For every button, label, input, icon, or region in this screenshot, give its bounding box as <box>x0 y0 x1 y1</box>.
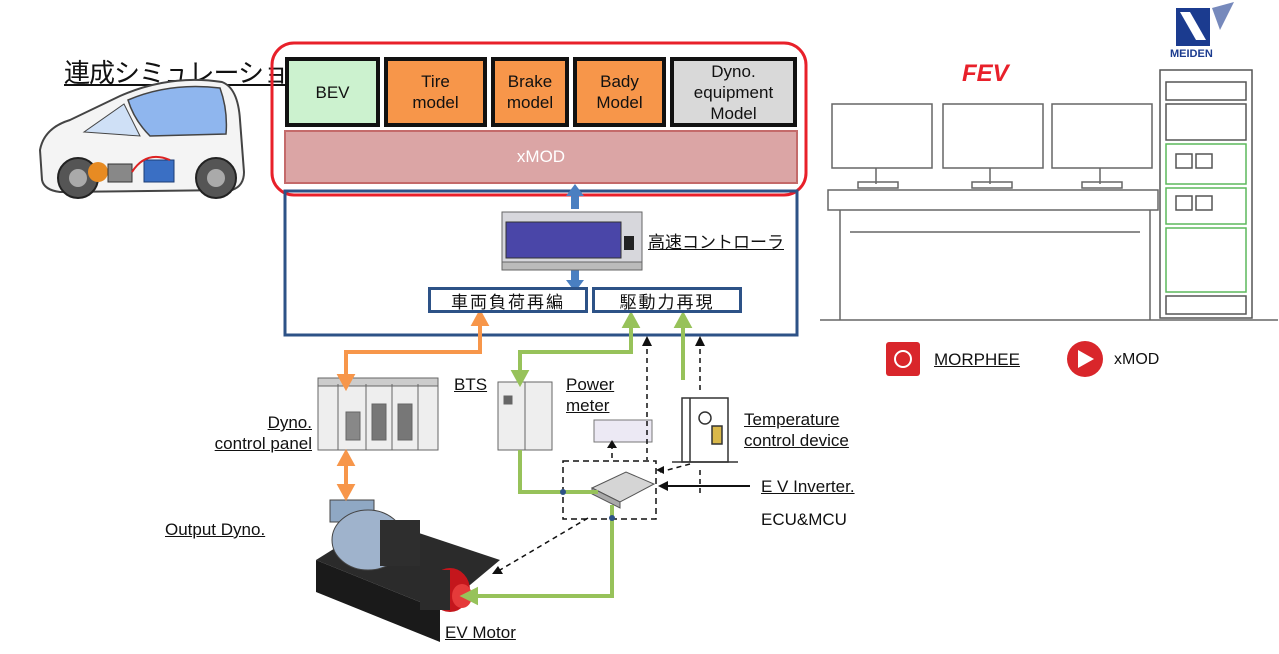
test-console <box>820 103 1278 321</box>
xmod-logo-label: xMOD <box>1114 351 1160 368</box>
car-illustration <box>38 78 246 199</box>
load-reconfig-box: 車両負荷再編 <box>428 287 588 313</box>
ev-motor-illustration <box>420 568 472 612</box>
controller-frame <box>283 189 799 337</box>
arrowheads <box>492 336 705 574</box>
temperature-device-illustration <box>672 397 738 463</box>
dyno-control-panel-label: Dyno. control panel <box>214 413 312 453</box>
orange-connection <box>336 308 490 502</box>
morphee-icon <box>886 342 920 376</box>
inverter-illustration <box>590 471 656 509</box>
fev-logo: FEV <box>962 60 1009 87</box>
ev-motor-label: EV Motor <box>445 623 516 642</box>
dyno-control-panel-illustration <box>317 377 439 451</box>
temperature-device-label: Temperature control device <box>744 410 849 450</box>
morphee-label: MORPHEE <box>934 350 1020 369</box>
output-dyno-label: Output Dyno. <box>165 520 266 539</box>
meiden-logo-mark <box>1176 2 1234 46</box>
bts-illustration <box>497 381 553 451</box>
power-meter-label: Power meter <box>566 375 615 415</box>
body-model-box: Bady Model <box>573 57 666 127</box>
controller-device <box>501 211 643 271</box>
model-group-frame <box>270 41 808 197</box>
tire-model-box: Tire model <box>384 57 487 127</box>
bev-model-box: BEV <box>285 57 380 127</box>
xmod-logo-icon <box>1067 341 1103 377</box>
ecu-mcu-label: ECU&MCU <box>761 510 847 529</box>
output-dyno-illustration <box>316 499 500 642</box>
bts-label: BTS <box>454 375 488 394</box>
green-connection <box>459 310 693 606</box>
xmod-bar-label: xMOD <box>516 147 566 166</box>
meiden-rack <box>1159 69 1253 319</box>
drive-reproduce-box: 駆動力再現 <box>592 287 742 313</box>
controller-label: 高速コントローラ <box>648 233 784 252</box>
inverter-label: E V Inverter. <box>761 477 855 496</box>
brake-model-box: Brake model <box>491 57 569 127</box>
meiden-logo-text: MEIDEN <box>1170 48 1213 60</box>
blue-arrows <box>566 184 584 292</box>
power-meter-illustration <box>593 419 653 443</box>
dyno-equipment-model-box: Dyno. equipment Model <box>670 57 797 127</box>
xmod-bar-bg <box>284 130 798 184</box>
